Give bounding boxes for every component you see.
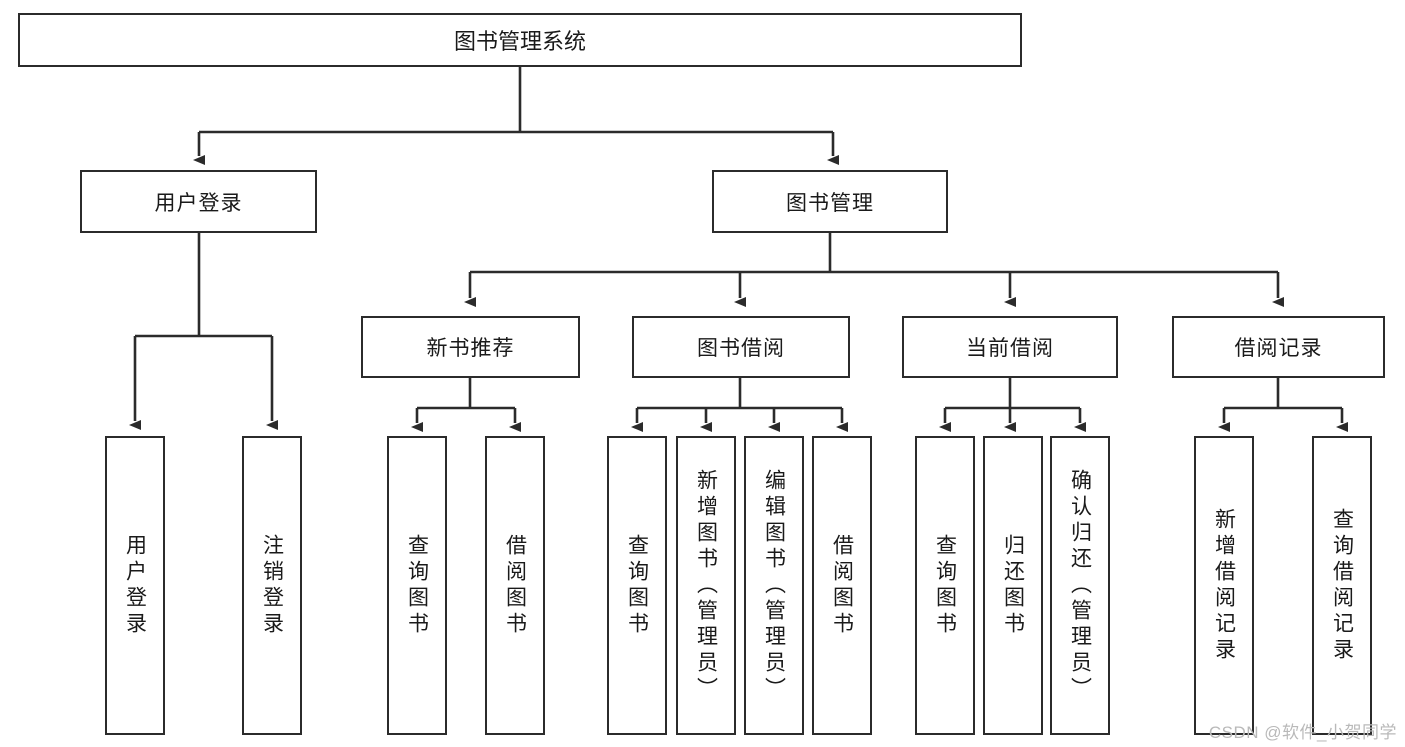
node-leaf-logout-login[interactable]: 注销登录 (242, 436, 302, 735)
node-current-borrow-label: 当前借阅 (966, 337, 1054, 360)
watermark-text: CSDN @软件_小贺同学 (1208, 723, 1397, 742)
node-current-borrow[interactable]: 当前借阅 (902, 316, 1118, 378)
node-leaf-return-book-label: 归还图书 (1001, 533, 1025, 638)
node-leaf-edit-book[interactable]: 编辑图书（管理员） (744, 436, 804, 735)
node-leaf-query-book-3[interactable]: 查询图书 (915, 436, 975, 735)
node-leaf-query-book-2-label: 查询图书 (625, 533, 649, 638)
node-book-borrow-label: 图书借阅 (697, 337, 785, 360)
node-book-manage-label: 图书管理 (786, 191, 874, 215)
node-borrow-record-label: 借阅记录 (1234, 337, 1323, 360)
node-leaf-user-login[interactable]: 用户登录 (105, 436, 165, 735)
node-root[interactable]: 图书管理系统 (18, 13, 1022, 67)
node-leaf-confirm-return-label: 确认归还（管理员） (1068, 468, 1092, 703)
node-leaf-query-record-label: 查询借阅记录 (1330, 507, 1354, 664)
node-leaf-add-book[interactable]: 新增图书（管理员） (676, 436, 736, 735)
node-leaf-query-book-2[interactable]: 查询图书 (607, 436, 667, 735)
node-leaf-add-book-label: 新增图书（管理员） (694, 468, 718, 703)
node-book-manage[interactable]: 图书管理 (712, 170, 948, 233)
node-leaf-logout-login-label: 注销登录 (260, 533, 284, 638)
node-leaf-borrow-book-1-label: 借阅图书 (503, 533, 527, 638)
node-leaf-query-book-3-label: 查询图书 (933, 533, 957, 638)
node-leaf-confirm-return[interactable]: 确认归还（管理员） (1050, 436, 1110, 735)
node-leaf-query-book-1[interactable]: 查询图书 (387, 436, 447, 735)
node-book-borrow[interactable]: 图书借阅 (632, 316, 850, 378)
node-leaf-user-login-label: 用户登录 (123, 533, 147, 638)
node-user-login[interactable]: 用户登录 (80, 170, 317, 233)
node-leaf-borrow-book-2-label: 借阅图书 (830, 533, 854, 638)
node-leaf-query-record[interactable]: 查询借阅记录 (1312, 436, 1372, 735)
node-leaf-query-book-1-label: 查询图书 (405, 533, 429, 638)
node-new-book-recommend[interactable]: 新书推荐 (361, 316, 580, 378)
node-leaf-add-record-label: 新增借阅记录 (1212, 507, 1236, 664)
node-leaf-add-record[interactable]: 新增借阅记录 (1194, 436, 1254, 735)
node-user-login-label: 用户登录 (154, 191, 243, 215)
node-leaf-return-book[interactable]: 归还图书 (983, 436, 1043, 735)
node-leaf-borrow-book-1[interactable]: 借阅图书 (485, 436, 545, 735)
node-root-label: 图书管理系统 (453, 29, 586, 54)
node-leaf-borrow-book-2[interactable]: 借阅图书 (812, 436, 872, 735)
node-new-book-recommend-label: 新书推荐 (426, 337, 515, 360)
node-leaf-edit-book-label: 编辑图书（管理员） (762, 468, 786, 703)
node-borrow-record[interactable]: 借阅记录 (1172, 316, 1385, 378)
